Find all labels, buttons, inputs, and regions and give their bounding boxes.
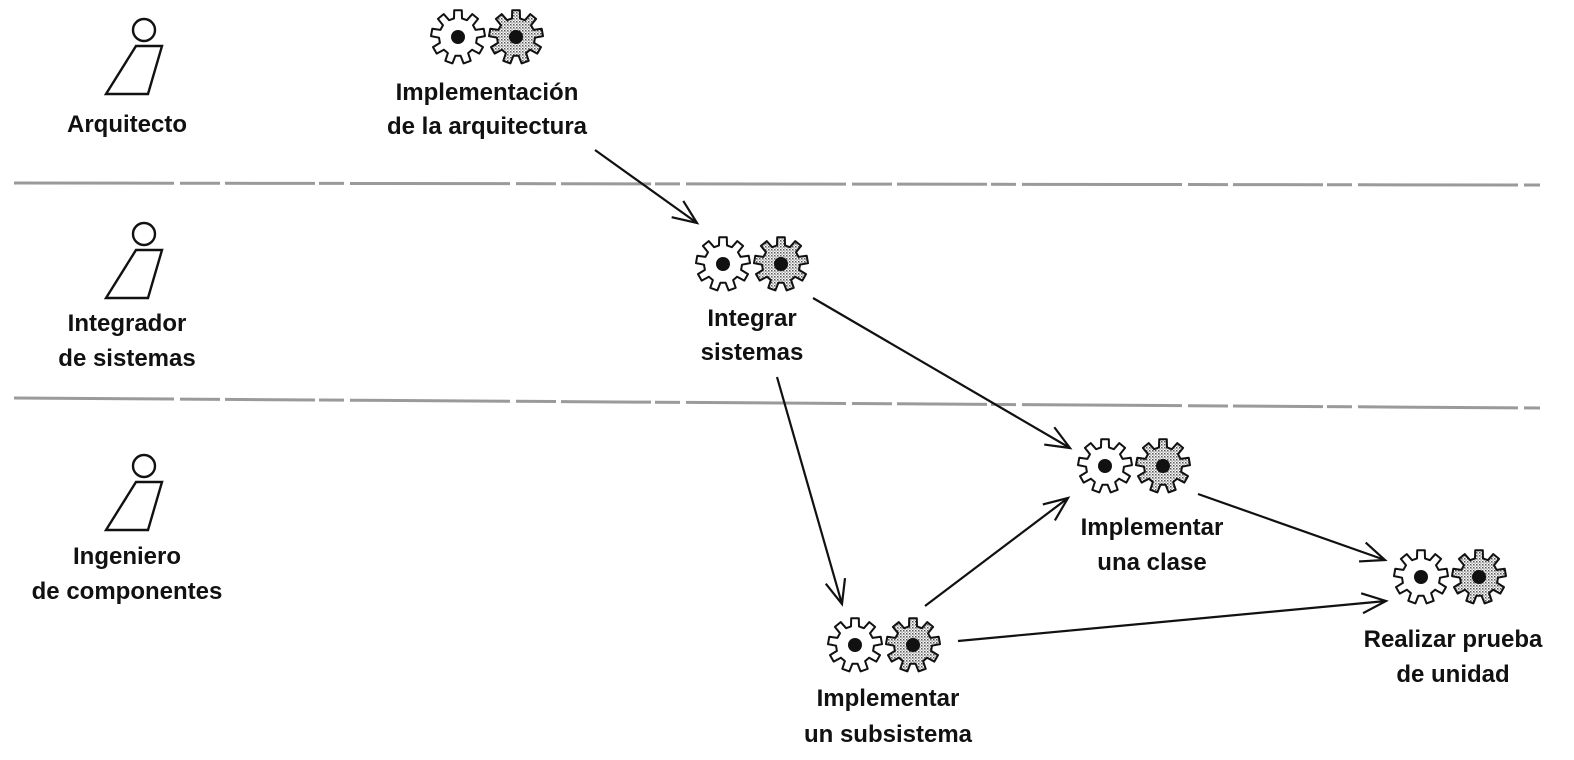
flow-arrow-integrar-sistemas-to-implementar-una-clase — [812, 297, 1073, 450]
flow-arrow-implementar-una-clase-to-realizar-prueba-de-unidad — [1197, 492, 1388, 563]
swimlane-dividers — [13, 181, 1541, 410]
gear-pair-icon — [695, 236, 809, 292]
activity-label-line: Implementar — [817, 685, 960, 712]
worker-icon — [103, 221, 164, 300]
swimlane-divider — [13, 396, 1541, 410]
activity-label-line: de unidad — [1396, 661, 1509, 688]
worker-icon — [103, 17, 164, 96]
activity-label-line: Realizar prueba — [1364, 626, 1543, 653]
actor-ingeniero-de-componentes: Ingeniero de componentes — [32, 453, 223, 605]
actor-label-line: de sistemas — [58, 345, 195, 372]
actor-integrador-de-sistemas: Integrador de sistemas — [58, 221, 196, 372]
activity-label-line: un subsistema — [804, 721, 973, 748]
activity-implementar-una-clase: Implementar una clase — [1077, 438, 1224, 576]
actor-label-line: Integrador — [68, 310, 187, 337]
actor-label-line: Arquitecto — [67, 111, 187, 138]
gear-pair-icon — [430, 9, 544, 65]
activity-integrar-sistemas: Integrar sistemas — [695, 236, 809, 366]
activity-label-line: Integrar — [707, 305, 796, 332]
activity-implementacion-de-la-arquitectura: Implementación de la arquitectura — [387, 9, 588, 140]
worker-icon — [103, 453, 164, 532]
actor-arquitecto: Arquitecto — [67, 17, 187, 138]
activity-label-line: una clase — [1097, 549, 1206, 576]
gear-pair-icon — [1077, 438, 1191, 494]
flow-arrow-implementar-un-subsistema-to-implementar-una-clase — [924, 496, 1071, 607]
swimlane-divider — [13, 181, 1541, 187]
activity-realizar-prueba-de-unidad: Realizar prueba de unidad — [1364, 549, 1543, 688]
activity-label-line: de la arquitectura — [387, 113, 588, 140]
activity-label-line: Implementación — [396, 79, 579, 106]
gear-pair-icon — [827, 617, 941, 673]
actor-label-line: Ingeniero — [73, 543, 181, 570]
activity-label-line: sistemas — [701, 339, 804, 366]
flow-arrow-implementacion-de-la-arquitectura-to-integrar-sistemas — [594, 149, 700, 225]
flow-arrow-integrar-sistemas-to-implementar-un-subsistema — [775, 376, 847, 607]
activities: Implementación de la arquitecturaIntegrar… — [387, 9, 1543, 748]
activity-label-line: Implementar — [1081, 514, 1224, 541]
gear-pair-icon — [1393, 549, 1507, 605]
activity-implementar-un-subsistema: Implementar un subsistema — [804, 617, 973, 748]
flow-arrow-implementar-un-subsistema-to-realizar-prueba-de-unidad — [957, 592, 1389, 643]
actor-label-line: de componentes — [32, 578, 223, 605]
flow-arrows — [594, 149, 1389, 643]
